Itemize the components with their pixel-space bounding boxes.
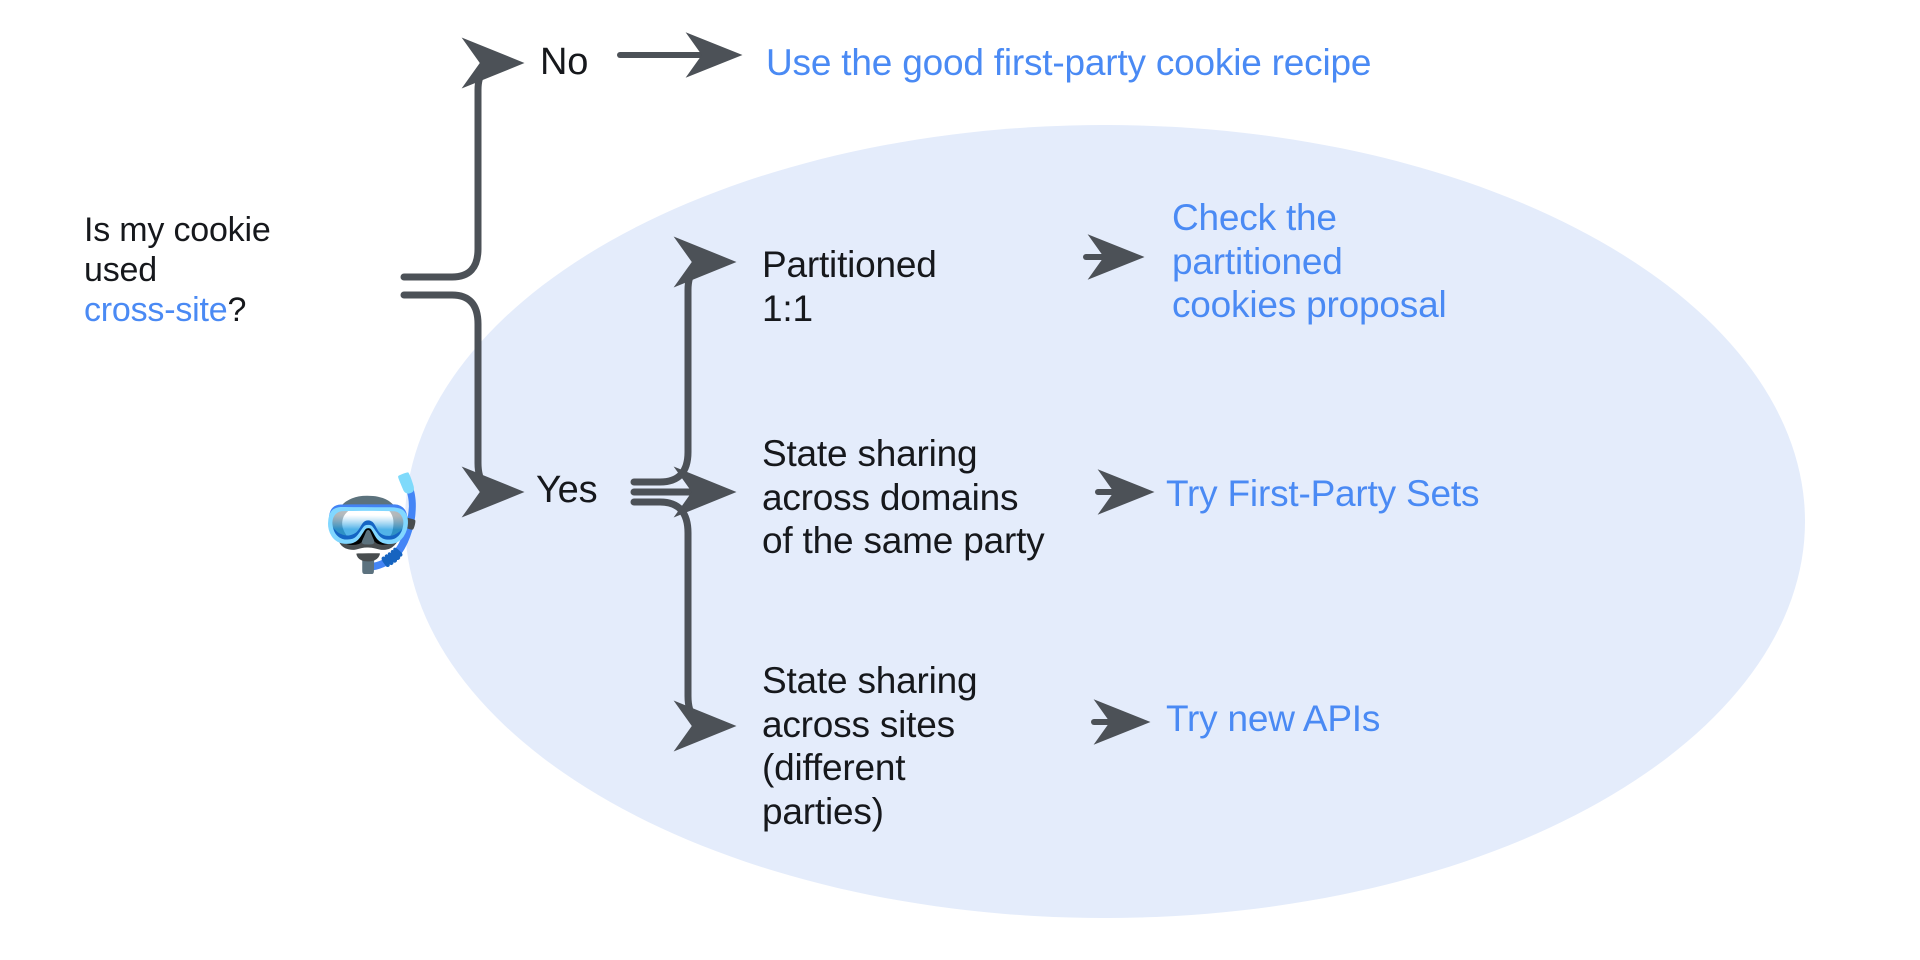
- cross-site-region-highlight: [405, 125, 1805, 918]
- condition-partitioned: Partitioned 1:1: [762, 244, 937, 329]
- outcome-first-party-recipe[interactable]: Use the good first-party cookie recipe: [766, 42, 1372, 83]
- root-question-suffix: ?: [227, 291, 247, 330]
- branch-label-no: No: [540, 41, 589, 83]
- root-question-line2: used: [84, 251, 157, 290]
- condition-state-sharing-domains: State sharing across domains of the same…: [762, 433, 1045, 562]
- condition-state-sharing-sites: State sharing across sites (different pa…: [762, 660, 978, 832]
- branch-label-yes: Yes: [536, 469, 598, 511]
- root-question-line1: Is my cookie: [84, 211, 271, 249]
- edge-root-to-no: [400, 37, 525, 281]
- outcome-new-apis[interactable]: Try new APIs: [1166, 698, 1381, 739]
- diving-mask-icon: 🤿: [313, 473, 428, 575]
- outcome-partitioned-cookies-proposal[interactable]: Check the partitioned cookies proposal: [1172, 197, 1447, 326]
- outcome-first-party-sets[interactable]: Try First-Party Sets: [1166, 473, 1480, 514]
- cross-site-link[interactable]: cross-site: [84, 291, 228, 330]
